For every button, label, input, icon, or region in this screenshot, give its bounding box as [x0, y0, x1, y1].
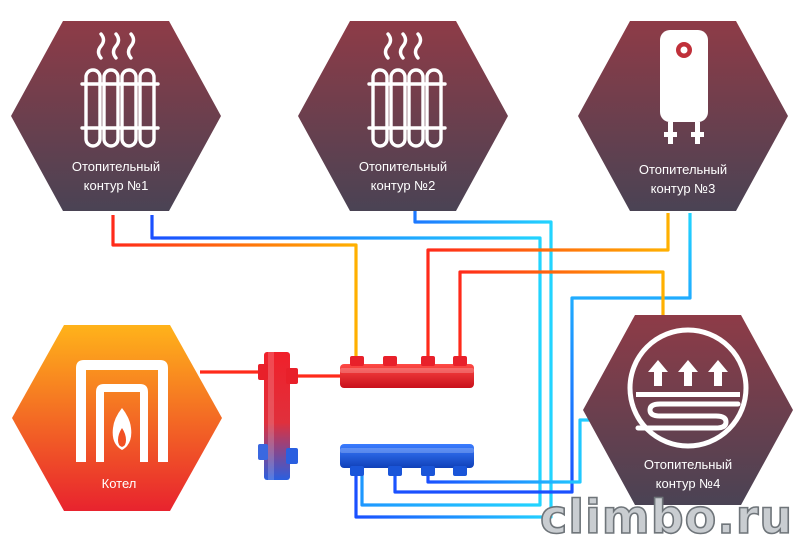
pipe-cold-circuit2 — [354, 210, 553, 519]
boiler-node: Котел — [12, 325, 222, 511]
circuit-1-label-line1: Отопительный — [72, 159, 160, 174]
circuit-4-node: Отопительный контур №4 — [583, 315, 793, 505]
circuit-1-label-line2: контур №1 — [84, 178, 149, 193]
watermark: climbo.ru — [540, 490, 793, 540]
boiler-flame-icon — [76, 360, 168, 462]
radiator-icon — [80, 32, 160, 148]
circuit-2-node: Отопительный контур №2 — [298, 21, 508, 211]
circuit-2-label-line1: Отопительный — [359, 159, 447, 174]
hydraulic-separator — [258, 352, 298, 480]
circuit-4-label-line1: Отопительный — [644, 457, 732, 472]
circuit-3-label-line1: Отопительный — [639, 162, 727, 177]
pipe-hot-circuit1 — [111, 215, 358, 358]
pipes — [111, 210, 692, 519]
return-manifold — [340, 444, 474, 476]
boiler-label: Котел — [102, 476, 137, 491]
pipe-hot-circuit4 — [458, 270, 665, 358]
pipe-cold-circuit3 — [393, 213, 692, 494]
circuit-3-label-line2: контур №3 — [651, 181, 716, 196]
pipe-cold-circuit1 — [150, 215, 542, 507]
circuit-2-label-line2: контур №2 — [371, 178, 436, 193]
water-heater-icon — [660, 30, 708, 144]
circuit-1-node: Отопительный контур №1 — [11, 21, 221, 211]
circuit-3-node: Отопительный контур №3 — [578, 21, 788, 211]
pipe-hot-circuit3 — [426, 213, 670, 358]
circuit-4-label-line2: контур №4 — [656, 476, 721, 491]
radiator-icon — [367, 32, 447, 148]
underfloor-heating-icon — [627, 327, 749, 449]
pipe-cold-circuit4 — [426, 418, 595, 484]
supply-manifold — [340, 356, 474, 388]
